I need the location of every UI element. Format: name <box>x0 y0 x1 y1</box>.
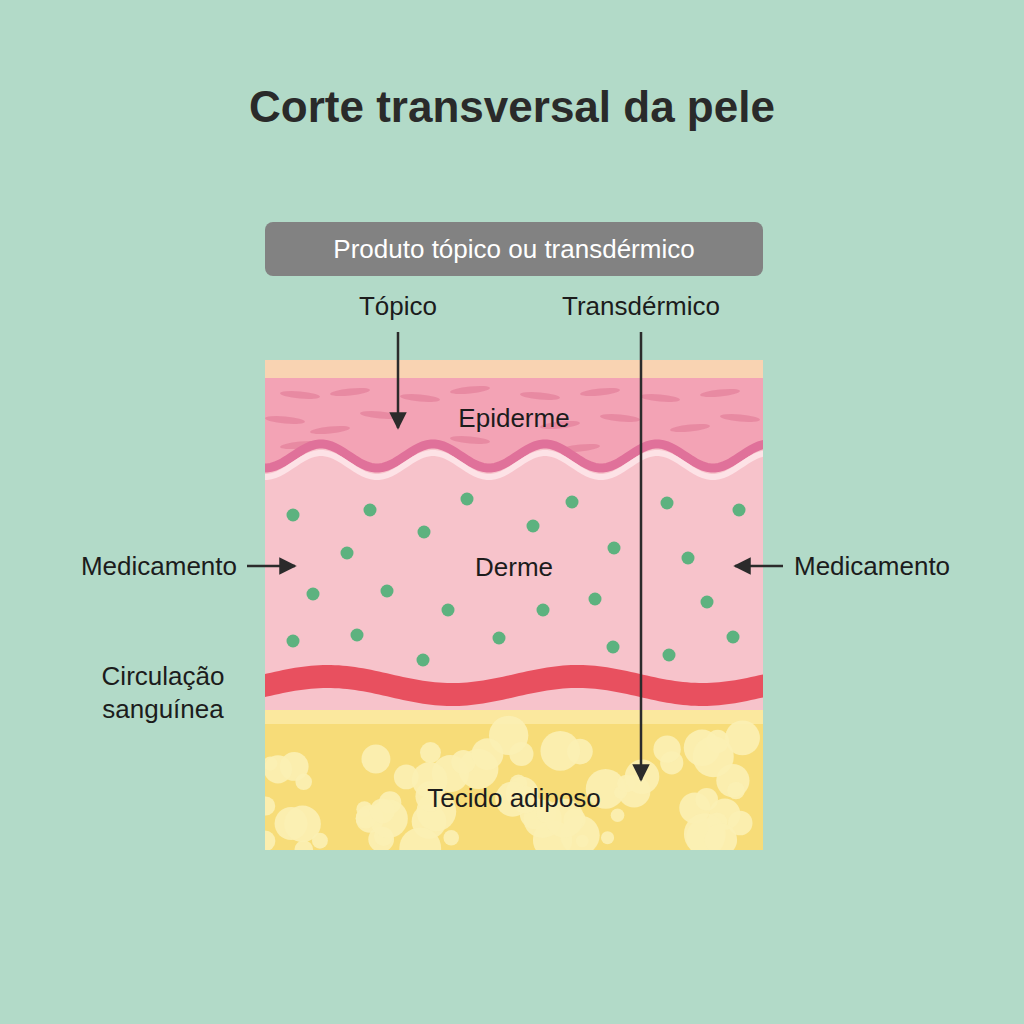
layer-label: Epiderme <box>458 403 569 434</box>
fat-cell <box>295 773 312 790</box>
leader-arrow <box>247 565 295 568</box>
cell-streak <box>450 435 490 445</box>
medication-dot <box>589 593 602 606</box>
drug-label: Medicamento <box>794 550 950 583</box>
cell-streak <box>640 393 680 403</box>
medication-dot <box>461 493 474 506</box>
fat-cell <box>370 798 395 823</box>
leader-arrow <box>397 332 400 428</box>
layer-label: Tecido adiposo <box>427 783 600 814</box>
medication-dot <box>417 654 430 667</box>
fat-cell <box>540 731 580 771</box>
medication-dot <box>351 629 364 642</box>
cell-streak <box>580 386 621 397</box>
cell-streak <box>700 387 741 398</box>
medication-dot <box>442 604 455 617</box>
surface-strip <box>265 360 763 378</box>
medication-dot <box>527 520 540 533</box>
medication-dot <box>341 547 354 560</box>
medication-dot <box>307 588 320 601</box>
medication-dot <box>733 504 746 517</box>
medication-dot <box>682 552 695 565</box>
fat-cell <box>443 830 459 846</box>
skin-layers <box>265 360 763 850</box>
medication-dot <box>661 497 674 510</box>
cell-streak <box>720 413 760 423</box>
fat-cell <box>725 720 760 755</box>
medication-dot <box>493 632 506 645</box>
medication-dot <box>381 585 394 598</box>
cell-streak <box>280 390 320 400</box>
fat-cell <box>695 788 718 811</box>
medication-dot <box>727 631 740 644</box>
drug-label: Medicamento <box>81 550 237 583</box>
fat-cell <box>265 831 275 850</box>
fat-cell <box>601 831 614 844</box>
diagram-title: Corte transversal da pele <box>0 82 1024 132</box>
cell-streak <box>520 391 560 401</box>
fat-cell <box>265 796 275 815</box>
medication-dot <box>537 604 550 617</box>
cell-streak <box>670 422 711 433</box>
medication-dot <box>566 496 579 509</box>
box-label: Produto tópico ou transdérmico <box>333 234 694 265</box>
fat-cell <box>705 823 737 850</box>
layer-label: Derme <box>475 552 553 583</box>
skin-layer: Epiderme <box>265 392 763 444</box>
fat-cell <box>265 755 292 783</box>
medication-dot <box>608 542 621 555</box>
fat-cell <box>611 808 625 822</box>
medication-dot <box>607 641 620 654</box>
cell-streak <box>265 415 305 425</box>
skin-layer: Tecido adiposo <box>265 772 763 824</box>
blood-vessel <box>265 665 763 706</box>
fat-cell <box>361 745 390 774</box>
cell-streak <box>310 424 351 435</box>
medication-dot <box>287 635 300 648</box>
fat-cell <box>727 782 745 800</box>
fat-cell <box>399 827 441 850</box>
medication-dot <box>663 649 676 662</box>
medication-dot <box>418 526 431 539</box>
fat-cell <box>653 735 680 762</box>
medication-dot <box>287 509 300 522</box>
cell-streak <box>450 384 491 395</box>
epidermis-band <box>265 370 763 468</box>
fat-cell <box>472 738 504 770</box>
cell-streak <box>400 393 440 403</box>
fat-cell <box>284 806 321 843</box>
leader-arrow <box>735 565 783 568</box>
skin-layer: Derme <box>265 540 763 594</box>
medication-dot <box>701 596 714 609</box>
product-box: Produto tópico ou transdérmico <box>265 222 763 276</box>
leader-arrow <box>640 332 643 780</box>
cell-streak <box>360 410 400 420</box>
leader-arrows <box>247 332 783 780</box>
cell-streak <box>330 386 371 397</box>
vessel-label: Circulação sanguínea <box>78 660 248 725</box>
fat-cell <box>420 742 441 763</box>
cell-streak <box>600 413 640 423</box>
medication-dot <box>364 504 377 517</box>
route-label: Tópico <box>359 290 437 323</box>
route-label: Transdérmico <box>562 290 720 323</box>
epidermis-highlight <box>265 453 763 477</box>
